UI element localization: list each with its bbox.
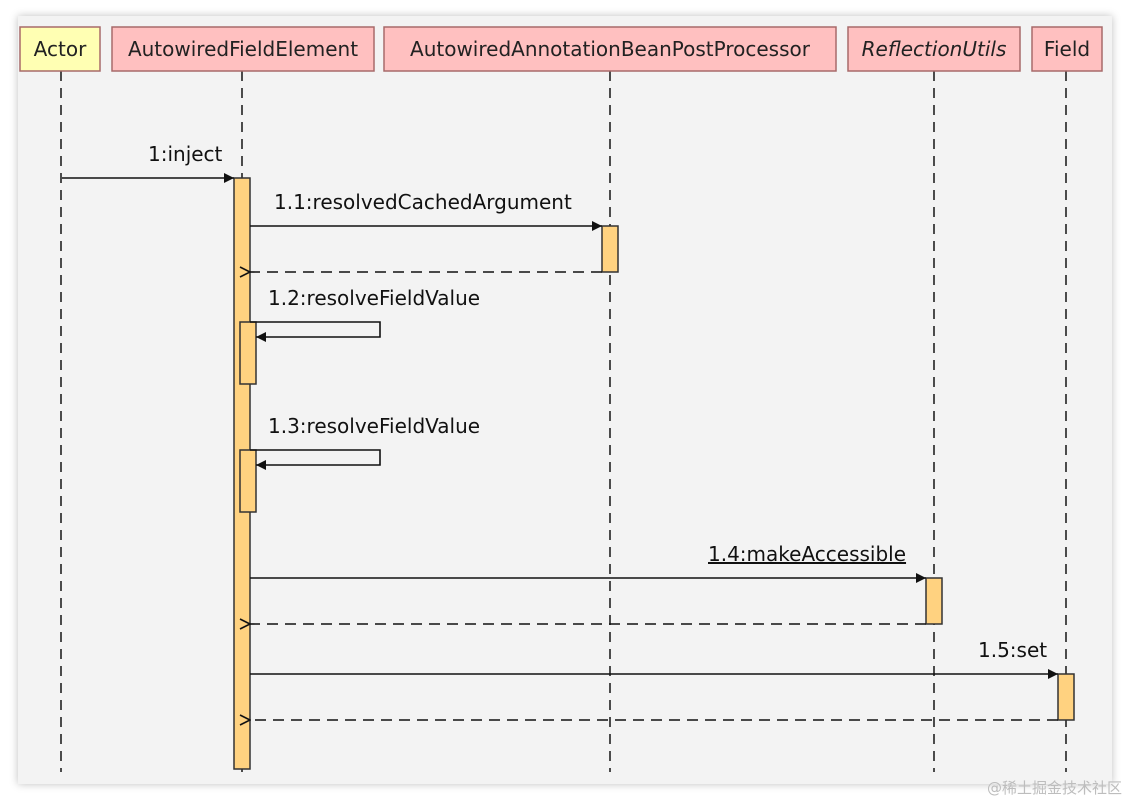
lifelines	[60, 71, 1067, 772]
participants: Actor AutowiredFieldElement AutowiredAnnot…	[19, 26, 1103, 72]
participant-field: Field	[1031, 26, 1103, 72]
participant-box-actor	[19, 26, 101, 72]
activation-awfe-self-2	[239, 449, 257, 513]
activation-bars	[233, 177, 1075, 770]
participant-actor: Actor	[19, 26, 101, 72]
message-label-m15: 1.5:set	[978, 638, 1047, 662]
participant-label-field: Field	[1044, 37, 1090, 61]
participant-label-ru: ReflectionUtils	[862, 37, 1007, 61]
messages: 1:inject 1.1:resolvedCachedArgument 1.2:re…	[62, 142, 1058, 720]
participant-label-awfe: AutowiredFieldElement	[128, 37, 358, 61]
message-m12: 1.2:resolveFieldValue	[250, 286, 480, 342]
message-m13: 1.3:resolveFieldValue	[250, 414, 480, 470]
activation-field	[1057, 673, 1075, 721]
message-m1: 1:inject	[62, 142, 234, 183]
activation-aabpp	[601, 225, 619, 273]
message-label-m11: 1.1:resolvedCachedArgument	[274, 190, 572, 214]
participant-label-aabpp: AutowiredAnnotationBeanPostProcessor	[410, 37, 811, 61]
message-m11: 1.1:resolvedCachedArgument	[250, 190, 602, 231]
watermark-text: @稀土掘金技术社区	[986, 779, 1122, 797]
message-label-m14: 1.4:makeAccessible	[708, 542, 906, 566]
participant-awfe: AutowiredFieldElement	[111, 26, 375, 72]
participant-box-aabpp	[383, 26, 837, 72]
activation-awfe-self-1	[239, 321, 257, 385]
message-label-m12: 1.2:resolveFieldValue	[268, 286, 480, 310]
self-call-arrow-m12	[250, 321, 381, 342]
self-call-arrow-m13	[250, 449, 381, 470]
activation-ru	[925, 577, 943, 625]
participant-ru: ReflectionUtils	[847, 26, 1021, 72]
participant-box-ru	[847, 26, 1021, 72]
message-m14: 1.4:makeAccessible	[250, 542, 926, 583]
message-label-m13: 1.3:resolveFieldValue	[268, 414, 480, 438]
participant-box-field	[1031, 26, 1103, 72]
participant-label-actor: Actor	[34, 37, 87, 61]
participant-aabpp: AutowiredAnnotationBeanPostProcessor	[383, 26, 837, 72]
message-label-m1: 1:inject	[148, 142, 223, 166]
participant-box-awfe	[111, 26, 375, 72]
message-m15: 1.5:set	[250, 638, 1058, 679]
diagram-panel	[18, 16, 1112, 784]
